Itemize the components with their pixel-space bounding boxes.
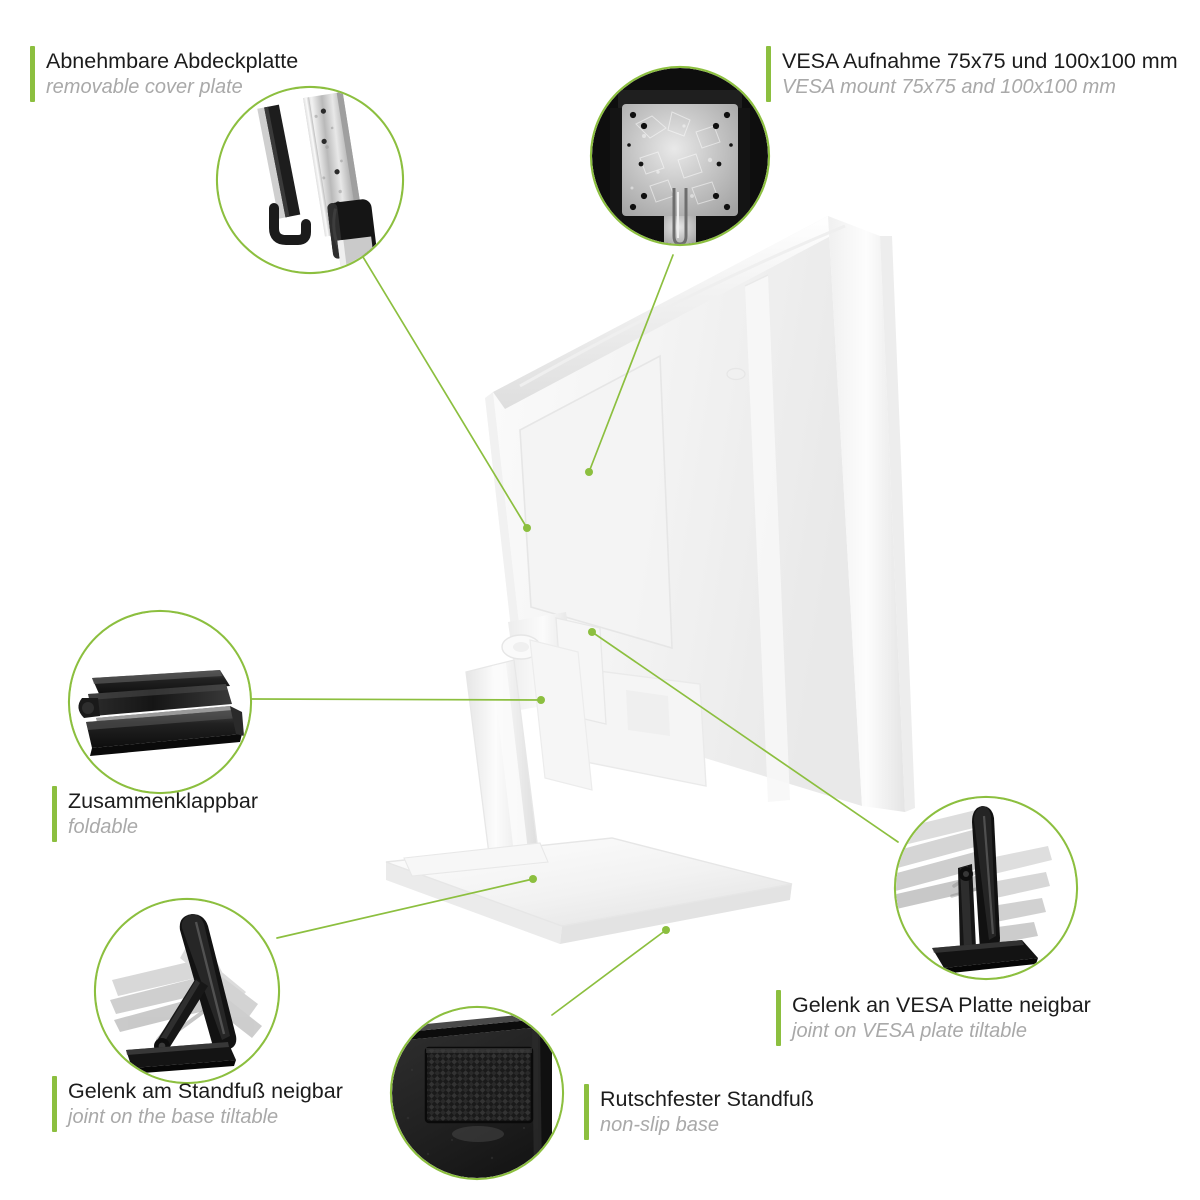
photo-rubber-pad (392, 1008, 562, 1178)
photo-folded-stand (70, 612, 250, 792)
photo-cover-plate-removal (218, 88, 402, 272)
inset-removable-cover-plate (218, 88, 402, 272)
inset-non-slip-base (392, 1008, 562, 1178)
accent-bar (584, 1084, 589, 1140)
callout-subtitle: VESA mount 75x75 and 100x100 mm (782, 76, 1116, 99)
photo-vesa-plate (592, 68, 768, 244)
callout-title: Zusammenklappbar (68, 788, 259, 813)
accent-bar (766, 46, 771, 102)
callout-removable-cover-plate: Abnehmbare Abdeckplatte removable cover … (30, 46, 298, 102)
callout-subtitle: joint on the base tiltable (68, 1106, 279, 1129)
callout-title: Gelenk am Standfuß neigbar (68, 1078, 343, 1103)
callout-title: VESA Aufnahme 75x75 und 100x100 mm (782, 48, 1178, 73)
accent-bar (776, 990, 781, 1046)
callout-foldable: Zusammenklappbar foldable (52, 786, 258, 842)
callout-title: Rutschfester Standfuß (600, 1086, 814, 1111)
callout-title: Gelenk an VESA Platte neigbar (792, 992, 1091, 1017)
callout-non-slip-base: Rutschfester Standfuß non-slip base (584, 1084, 814, 1140)
photo-base-tilt-range (96, 900, 278, 1082)
inset-foldable (70, 612, 250, 792)
accent-bar (30, 46, 35, 102)
callout-base-joint-tiltable: Gelenk am Standfuß neigbar joint on the … (52, 1076, 343, 1132)
callout-subtitle: removable cover plate (46, 76, 243, 99)
callout-subtitle: joint on VESA plate tiltable (792, 1020, 1027, 1043)
callout-title: Abnehmbare Abdeckplatte (46, 48, 299, 73)
callout-vesa-mount: VESA Aufnahme 75x75 und 100x100 mm VESA … (766, 46, 1178, 102)
photo-vesa-tilt-range (896, 798, 1076, 978)
callout-subtitle: non-slip base (600, 1114, 719, 1137)
inset-vesa-mount (592, 68, 768, 244)
inset-vesa-joint-tiltable (896, 798, 1076, 978)
inset-base-joint-tiltable (96, 900, 278, 1082)
callout-subtitle: foldable (68, 816, 139, 839)
accent-bar (52, 1076, 57, 1132)
callout-vesa-joint-tiltable: Gelenk an VESA Platte neigbar joint on V… (776, 990, 1091, 1046)
accent-bar (52, 786, 57, 842)
